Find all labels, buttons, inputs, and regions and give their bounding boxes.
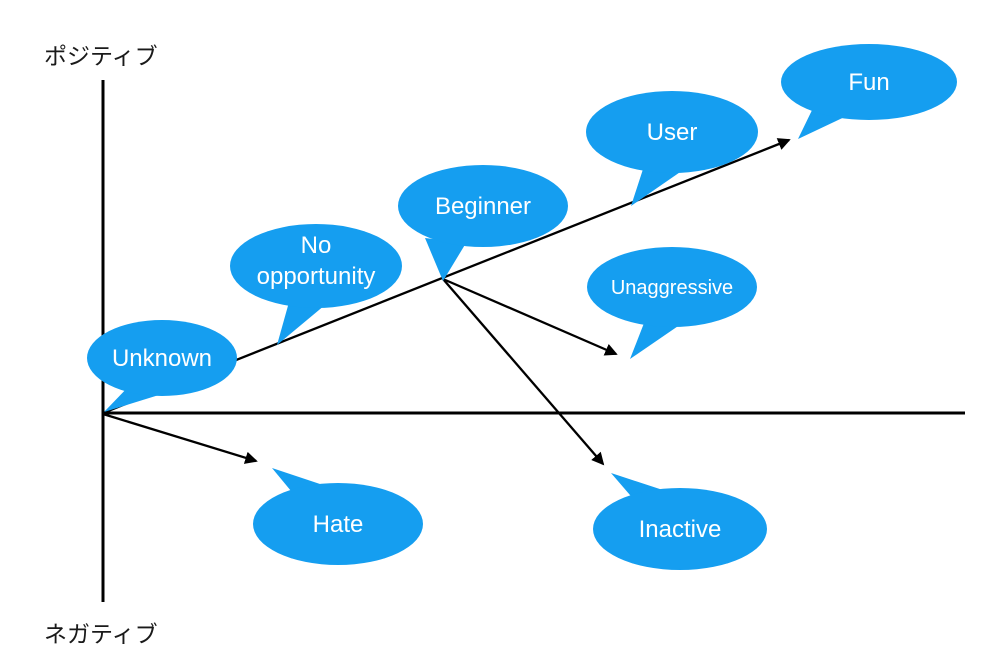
bubble-ellipse xyxy=(593,488,767,570)
bubble-ellipse xyxy=(87,320,237,396)
bubble-label: Inactive xyxy=(639,516,722,543)
bubble-label: Fun xyxy=(848,69,889,96)
bubble-fun: Fun xyxy=(781,44,957,139)
bubble-tail xyxy=(631,163,686,206)
bubble-unknown: Unknown xyxy=(87,320,237,412)
arrow-origin-to-hate xyxy=(102,412,258,464)
arrow-branch-to-unaggressive xyxy=(442,277,618,356)
bubble-label-line-2: opportunity xyxy=(257,263,376,290)
negative-axis-label: ネガティブ xyxy=(44,621,158,647)
arrow-branch-to-inactive xyxy=(442,278,605,466)
bubble-label: Beginner xyxy=(435,193,531,220)
bubble-label: Unknown xyxy=(112,345,212,372)
bubble-no-opportunity: No opportunity xyxy=(230,224,402,345)
bubble-ellipse xyxy=(781,44,957,120)
bubble-ellipse xyxy=(586,91,758,173)
bubble-user: User xyxy=(586,91,758,206)
bubble-ellipse xyxy=(587,247,757,327)
bubble-ellipse xyxy=(398,165,568,247)
bubble-label-line-1: No xyxy=(301,232,332,259)
bubble-unaggressive: Unaggressive xyxy=(587,247,757,359)
bubble-tail xyxy=(425,238,466,281)
positive-axis-label: ポジティブ xyxy=(44,43,158,69)
bubble-ellipse xyxy=(253,483,423,565)
bubble-label: Hate xyxy=(313,511,364,538)
bubble-hate: Hate xyxy=(253,468,423,565)
bubble-inactive: Inactive xyxy=(593,473,767,570)
bubble-beginner: Beginner xyxy=(398,165,568,281)
bubble-ellipse xyxy=(230,224,402,308)
bubble-label: User xyxy=(647,119,698,146)
bubble-tail xyxy=(630,318,684,359)
bubble-label: Unaggressive xyxy=(611,277,733,299)
